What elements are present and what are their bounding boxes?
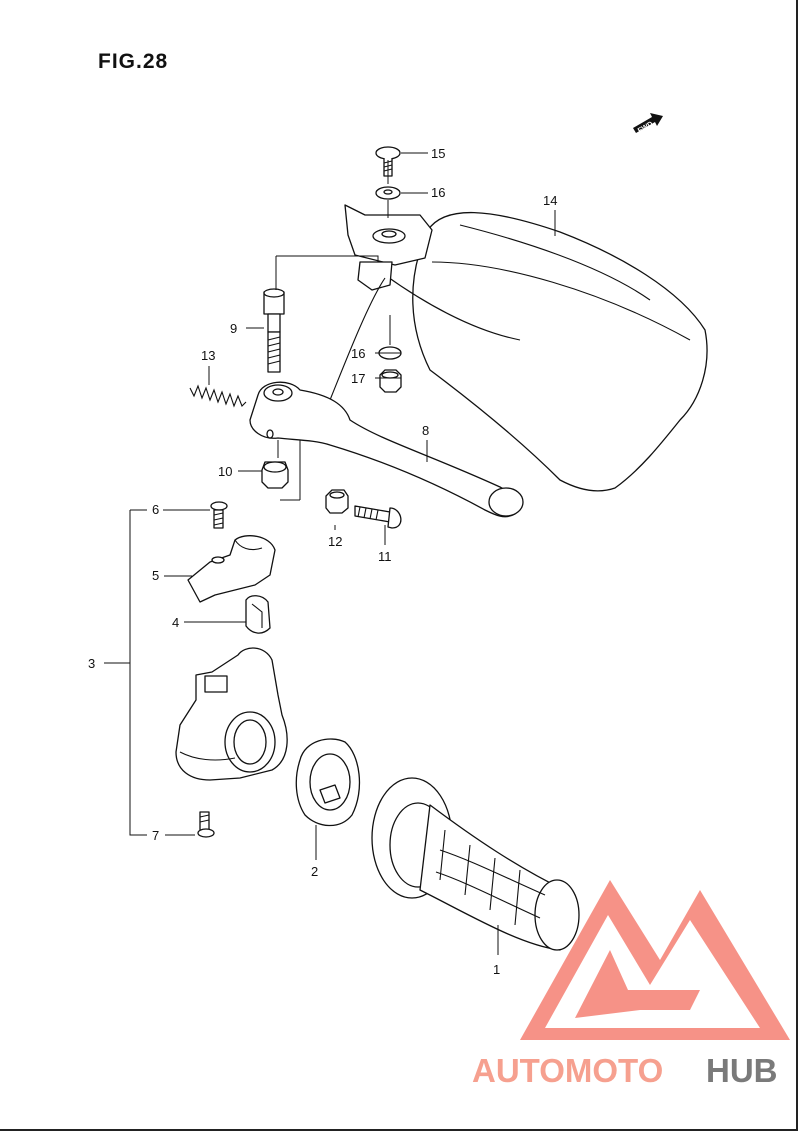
guard-bracket: [329, 204, 433, 401]
callout-17: 17: [351, 371, 365, 386]
leader-lines: [104, 152, 556, 955]
callout-9: 9: [230, 321, 237, 336]
callout-7: 7: [152, 828, 159, 843]
part-4-clip: [245, 595, 271, 634]
callout-10: 10: [218, 464, 232, 479]
screw-6: [210, 501, 228, 529]
clamp-5: [187, 535, 276, 603]
callout-15: 15: [431, 146, 445, 161]
callout-4: 4: [172, 615, 179, 630]
spring-13: [189, 384, 247, 408]
callout-11: 11: [378, 549, 392, 564]
grip-1: [371, 777, 580, 951]
callout-12: 12: [328, 534, 342, 549]
figure-title: FIG.28: [98, 50, 169, 73]
clutch-lever-8: [249, 381, 524, 518]
callout-1: 1: [493, 962, 500, 977]
watermark-logo: AUTOMOTO HUB: [472, 880, 790, 1089]
callout-5: 5: [152, 568, 159, 583]
callout-16-upper: 16: [431, 185, 445, 200]
nut-17-top: [381, 371, 399, 379]
watermark-text-2: HUB: [706, 1052, 778, 1089]
hand-guard: [384, 211, 708, 492]
bolt-11: [354, 505, 402, 529]
lever-housing-3: [175, 647, 288, 781]
callout-16-lower: 16: [351, 346, 365, 361]
callout-2: 2: [311, 864, 318, 879]
bushing-10: [261, 461, 289, 489]
pivot-bolt-9: [263, 288, 285, 373]
fwd-arrow-icon: FWD: [633, 113, 663, 135]
callout-13: 13: [201, 348, 215, 363]
callout-14: 14: [543, 193, 557, 208]
screw-7: [197, 811, 215, 838]
nut-12: [325, 489, 349, 514]
callout-labels: 1 2 3 4 5 6 7 8 9 10 11 12 13 14 15 16 1…: [88, 146, 557, 977]
callout-8: 8: [422, 423, 429, 438]
washer-16-upper-hole: [383, 189, 393, 195]
fwd-label: FWD: [637, 121, 654, 135]
watermark-text-1: AUTOMOTO: [472, 1052, 663, 1089]
callout-3: 3: [88, 656, 95, 671]
callout-6: 6: [152, 502, 159, 517]
ring-2: [295, 738, 361, 827]
